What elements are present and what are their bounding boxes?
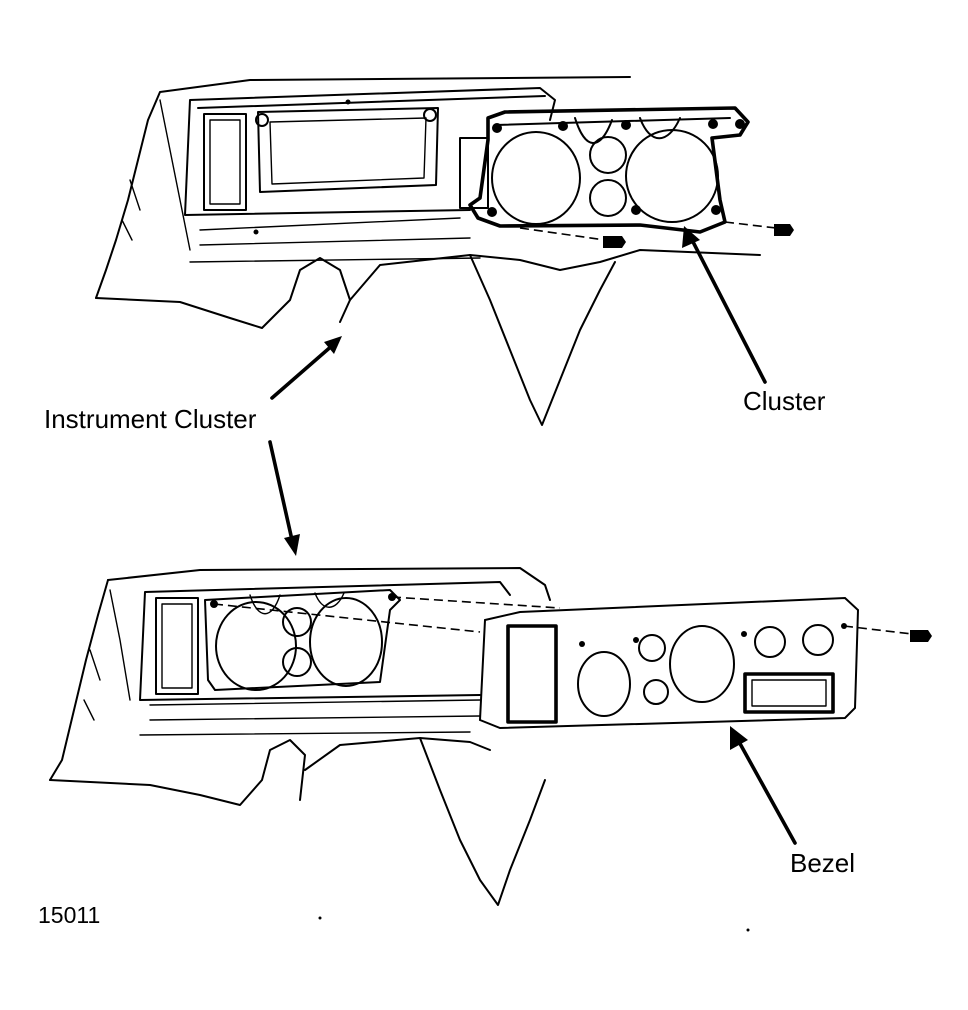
instrument-cluster-label: Instrument Cluster xyxy=(44,404,257,434)
top-screws xyxy=(519,221,794,248)
figure-number: 15011 xyxy=(38,902,101,928)
top-dashboard xyxy=(95,76,761,426)
instrument-cluster-arrow-up xyxy=(270,336,342,400)
bezel-unit xyxy=(213,596,932,730)
cluster-arrow xyxy=(682,226,767,384)
bezel-arrow xyxy=(730,726,797,845)
bottom-dashboard xyxy=(49,567,551,906)
instrument-cluster-arrow-down xyxy=(268,440,300,556)
top-cluster-unit xyxy=(459,106,750,234)
cluster-label: Cluster xyxy=(743,386,826,416)
bezel-label: Bezel xyxy=(790,848,856,878)
